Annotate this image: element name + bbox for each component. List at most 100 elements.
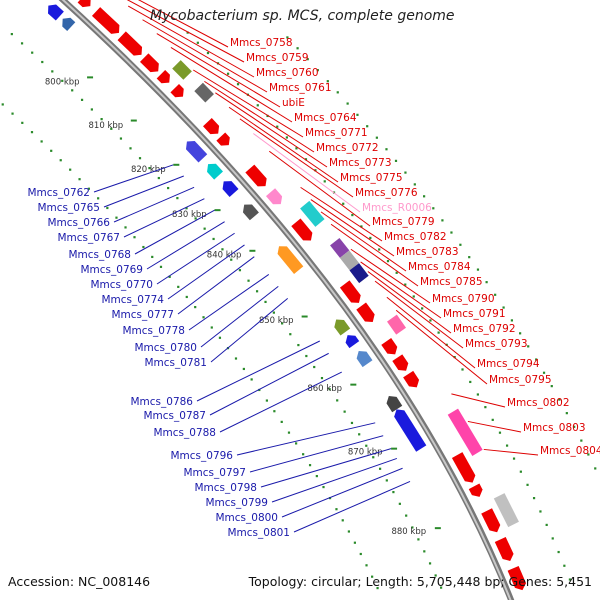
reverse-gene-label[interactable]: Mmcs_0767 bbox=[57, 232, 120, 244]
forward-gene-label[interactable]: Mmcs_0764 bbox=[294, 112, 357, 124]
reverse-gene-feature bbox=[394, 409, 427, 452]
tick-dot bbox=[61, 79, 64, 82]
reverse-gene-label[interactable]: Mmcs_0796 bbox=[170, 450, 233, 462]
tick-dot bbox=[594, 467, 597, 470]
tick-dot bbox=[565, 412, 568, 415]
reverse-gene-label[interactable]: Mmcs_0780 bbox=[134, 342, 197, 354]
tick-dot bbox=[115, 216, 118, 219]
reverse-gene-label[interactable]: Mmcs_0788 bbox=[153, 427, 216, 439]
tick-dot bbox=[375, 136, 378, 139]
tick-dot bbox=[476, 393, 479, 396]
reverse-gene-label[interactable]: Mmcs_0801 bbox=[227, 527, 290, 539]
tick-dot bbox=[20, 42, 24, 45]
tick-dot bbox=[350, 421, 354, 425]
tick-dot bbox=[297, 343, 300, 347]
forward-leader-line bbox=[215, 92, 328, 168]
reverse-leader-line bbox=[209, 352, 329, 416]
tick-dot bbox=[30, 131, 34, 134]
forward-leader-line bbox=[239, 118, 354, 198]
reverse-leader-line bbox=[236, 422, 376, 456]
forward-gene-label[interactable]: Mmcs_0772 bbox=[316, 142, 379, 154]
forward-gene-label[interactable]: Mmcs_0776 bbox=[355, 187, 418, 199]
tick-dot bbox=[247, 279, 250, 282]
kbp-label: 840 kbp bbox=[207, 251, 242, 261]
reverse-gene-label[interactable]: Mmcs_0787 bbox=[143, 410, 206, 422]
reverse-gene-feature bbox=[386, 395, 403, 413]
reverse-gene-label[interactable]: Mmcs_0799 bbox=[205, 497, 268, 509]
forward-gene-feature bbox=[330, 237, 350, 258]
forward-gene-label[interactable]: Mmcs_0782 bbox=[384, 231, 447, 243]
forward-gene-label[interactable]: Mmcs_0759 bbox=[246, 52, 309, 64]
tick-dot bbox=[484, 406, 487, 409]
tick-dot bbox=[459, 243, 462, 246]
forward-leader-line bbox=[137, 0, 229, 48]
reverse-gene-label[interactable]: Mmcs_0781 bbox=[144, 357, 207, 369]
forward-gene-label[interactable]: Mmcs_0790 bbox=[432, 293, 495, 305]
tick-dot bbox=[356, 113, 359, 116]
forward-gene-label[interactable]: Mmcs_0773 bbox=[329, 157, 392, 169]
reverse-gene-label[interactable]: Mmcs_0778 bbox=[122, 325, 185, 337]
forward-gene-label[interactable]: Mmcs_0758 bbox=[230, 37, 293, 49]
reverse-leader-line bbox=[146, 221, 225, 270]
tick-dot bbox=[185, 295, 188, 299]
tick-dot bbox=[539, 510, 542, 513]
reverse-gene-label[interactable]: Mmcs_0774 bbox=[101, 294, 164, 306]
tick-dot bbox=[202, 316, 205, 319]
tick-dot bbox=[306, 58, 309, 61]
forward-gene-label[interactable]: Mmcs_0802 bbox=[507, 397, 570, 409]
tick-dot bbox=[385, 148, 388, 151]
forward-gene-feature bbox=[300, 200, 325, 227]
tick-dot bbox=[100, 118, 103, 121]
forward-gene-label[interactable]: Mmcs_0761 bbox=[269, 82, 332, 94]
forward-gene-label[interactable]: Mmcs_0795 bbox=[489, 374, 552, 386]
tick-dot bbox=[423, 550, 426, 553]
tick-dot bbox=[11, 112, 14, 115]
forward-gene-label[interactable]: Mmcs_0803 bbox=[523, 422, 586, 434]
forward-gene-label[interactable]: ubiE bbox=[282, 97, 305, 109]
forward-gene-label[interactable]: Mmcs_R0006 bbox=[362, 202, 432, 214]
forward-gene-label[interactable]: Mmcs_0783 bbox=[396, 246, 459, 258]
reverse-gene-label[interactable]: Mmcs_0765 bbox=[37, 202, 100, 214]
reverse-gene-label[interactable]: Mmcs_0798 bbox=[194, 482, 257, 494]
tick-dot bbox=[468, 256, 471, 259]
reverse-gene-label[interactable]: Mmcs_0786 bbox=[130, 396, 193, 408]
reverse-gene-label[interactable]: Mmcs_0766 bbox=[47, 217, 110, 229]
tick-dot bbox=[351, 213, 354, 217]
forward-leader-line bbox=[126, 0, 245, 63]
reverse-gene-label[interactable]: Mmcs_0800 bbox=[215, 512, 278, 524]
forward-gene-label[interactable]: Mmcs_0791 bbox=[443, 308, 506, 320]
tick-dot bbox=[411, 526, 414, 529]
tick-dot bbox=[558, 398, 561, 401]
tick-dot bbox=[421, 307, 424, 310]
forward-gene-label[interactable]: Mmcs_0775 bbox=[340, 172, 403, 184]
tick-dot bbox=[376, 586, 379, 590]
forward-gene-feature bbox=[349, 263, 369, 284]
tick-dot bbox=[320, 376, 324, 380]
tick-dot bbox=[129, 147, 132, 150]
forward-leader-line bbox=[228, 106, 339, 183]
reverse-gene-label[interactable]: Mmcs_0768 bbox=[68, 249, 131, 261]
reverse-leader-line bbox=[167, 244, 245, 300]
forward-gene-label[interactable]: Mmcs_0779 bbox=[372, 216, 435, 228]
reverse-gene-label[interactable]: Mmcs_0777 bbox=[111, 309, 174, 321]
forward-gene-label[interactable]: Mmcs_0771 bbox=[305, 127, 368, 139]
forward-gene-label[interactable]: Mmcs_0804 bbox=[540, 445, 600, 457]
tick-dot bbox=[206, 51, 210, 55]
forward-gene-label[interactable]: Mmcs_0784 bbox=[408, 261, 471, 273]
forward-gene-label[interactable]: Mmcs_0794 bbox=[477, 358, 540, 370]
reverse-gene-label[interactable]: Mmcs_0762 bbox=[27, 187, 90, 199]
tick-dot bbox=[358, 433, 361, 436]
forward-gene-label[interactable]: Mmcs_0792 bbox=[453, 323, 516, 335]
reverse-gene-label[interactable]: Mmcs_0770 bbox=[90, 279, 153, 291]
tick-dot bbox=[159, 265, 163, 268]
reverse-gene-feature bbox=[222, 181, 239, 197]
tick-dot bbox=[316, 69, 319, 72]
reverse-gene-label[interactable]: Mmcs_0769 bbox=[80, 264, 143, 276]
tick-dot bbox=[273, 410, 276, 413]
forward-gene-label[interactable]: Mmcs_0793 bbox=[465, 338, 528, 350]
tick-dot bbox=[323, 180, 326, 183]
reverse-gene-label[interactable]: Mmcs_0797 bbox=[183, 467, 246, 479]
forward-gene-label[interactable]: Mmcs_0760 bbox=[256, 67, 319, 79]
forward-gene-label[interactable]: Mmcs_0785 bbox=[420, 276, 483, 288]
